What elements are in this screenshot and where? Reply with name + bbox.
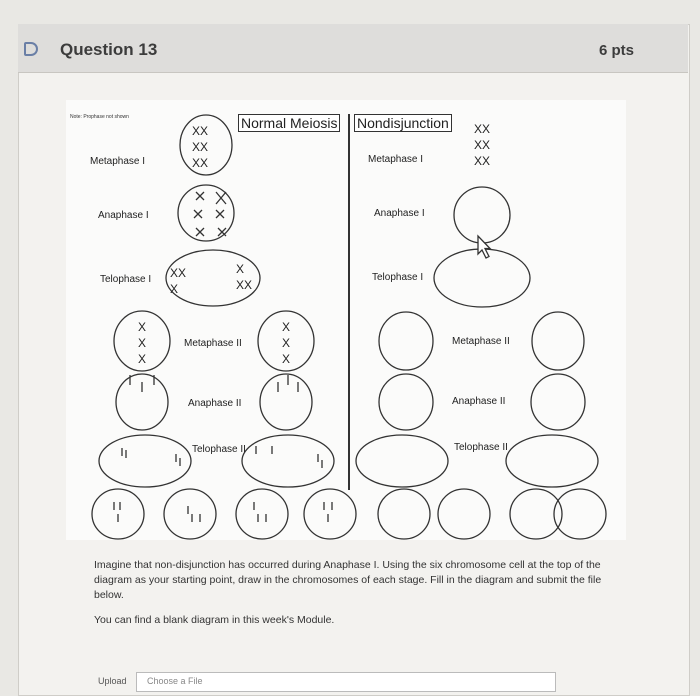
metaphase-1-label-nd: Metaphase I xyxy=(368,154,424,165)
telophase-2-label-nd: Telophase II xyxy=(454,442,508,453)
chromosome-single: X xyxy=(170,282,179,296)
chromosome-single: X xyxy=(282,336,291,350)
chromosome-pair: XX xyxy=(474,122,491,136)
chromosome-single: X xyxy=(138,336,147,350)
chromosome-pair: XX xyxy=(170,266,187,280)
normal-meiosis-label: Normal Meiosis xyxy=(238,114,341,132)
chromosome-pair: XX xyxy=(474,138,491,152)
chromosome-single: X xyxy=(282,320,291,334)
telophase-2-label: Telophase II xyxy=(192,444,246,455)
metaphase-2-label: Metaphase II xyxy=(184,338,242,349)
diagram-drawing xyxy=(91,114,607,540)
anaphase-2-label: Anaphase II xyxy=(188,398,242,409)
metaphase-2-label-nd: Metaphase II xyxy=(452,336,510,347)
anaphase-2-label-nd: Anaphase II xyxy=(452,396,506,407)
flag-icon[interactable] xyxy=(24,42,38,56)
chromosome-pair: XX xyxy=(236,278,253,292)
chromosome-single: X xyxy=(282,352,291,366)
chromosome-pair: XX xyxy=(192,140,209,154)
chromosome-pair: XX xyxy=(192,124,209,138)
chromosome-pair: XX xyxy=(474,154,491,168)
question-title: Question 13 xyxy=(60,40,158,59)
chromosome-pair: XX xyxy=(192,156,209,170)
instructions-paragraph: Imagine that non-disjunction has occurre… xyxy=(94,559,602,601)
chromosome-single: X xyxy=(236,262,245,276)
choose-file-button[interactable]: Choose a File xyxy=(136,672,556,692)
prophase-note: Note: Prophase not shown xyxy=(70,114,129,120)
telophase-1-label: Telophase I xyxy=(100,274,152,285)
question-header xyxy=(18,24,688,73)
question-points: 6 pts xyxy=(598,42,634,59)
anaphase-1-label-nd: Anaphase I xyxy=(374,208,425,219)
instructions: Imagine that non-disjunction has occurre… xyxy=(94,558,614,638)
chromosome-single: X xyxy=(138,352,147,366)
nondisjunction-label: Nondisjunction xyxy=(354,114,452,132)
meiosis-diagram: Note: Prophase not shown Normal Meiosis … xyxy=(66,100,626,540)
instructions-module-note: You can find a blank diagram in this wee… xyxy=(94,614,335,626)
chromosome-single: X xyxy=(138,320,147,334)
metaphase-1-label: Metaphase I xyxy=(90,156,146,167)
telophase-1-label-nd: Telophase I xyxy=(372,272,424,283)
upload-label: Upload xyxy=(98,676,127,686)
anaphase-1-label: Anaphase I xyxy=(98,210,149,221)
